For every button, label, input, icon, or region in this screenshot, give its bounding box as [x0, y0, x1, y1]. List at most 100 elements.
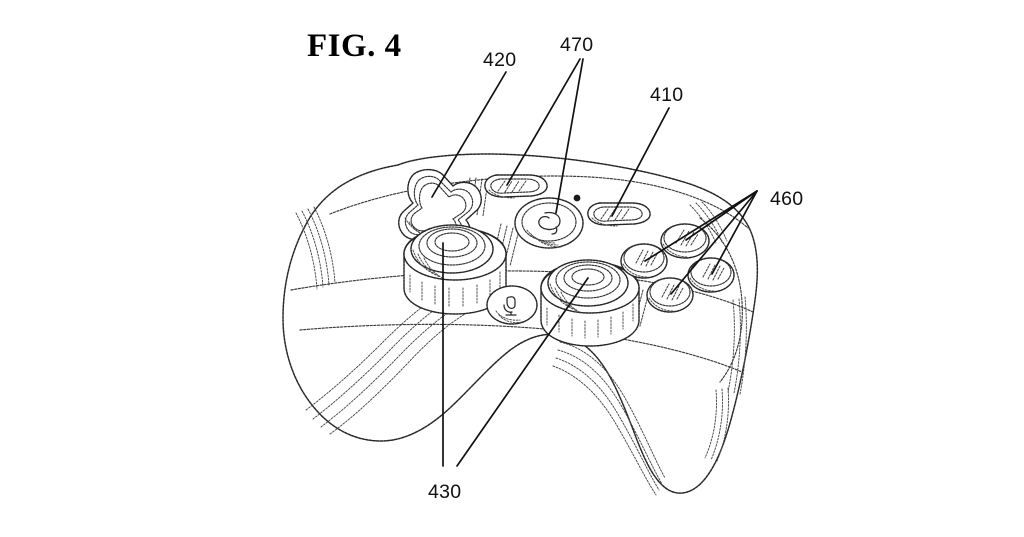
- leader-line-420: [431, 71, 507, 198]
- face-button-bottom[interactable]: [646, 277, 694, 313]
- face-right-hatch-2: [707, 264, 716, 280]
- face-right-hatch-4: [717, 267, 725, 280]
- face-button-right-cap: [690, 257, 732, 287]
- face-button-top-cap: [663, 223, 707, 253]
- leader-line-470-b: [555, 58, 584, 214]
- right-grip-edge-hatch-a: [727, 299, 735, 393]
- right-stick-cap-inner: [563, 264, 613, 292]
- right-grip-shoulder-hatch-c: [701, 201, 728, 242]
- microphone-icon: [506, 296, 516, 309]
- face-left-hatch-4: [650, 253, 658, 266]
- left-grip-edge-hatch-a: [295, 212, 318, 290]
- right-capsule-button[interactable]: [587, 202, 651, 227]
- face-left-shade: [622, 263, 648, 278]
- left-stick-shade-a: [412, 249, 437, 276]
- reference-numeral-470: 470: [560, 34, 593, 56]
- right-stick-shade-a: [549, 283, 574, 310]
- body-upper-seam: [329, 175, 749, 229]
- right-thumbstick[interactable]: [540, 259, 640, 347]
- reference-numeral-410: 410: [650, 84, 683, 106]
- right-capsule-hatch-4: [621, 208, 630, 220]
- right-grip-edge-hatch-c: [739, 296, 747, 395]
- face-bottom-hatch-3: [671, 285, 680, 301]
- right-shoulder-rim: [699, 217, 743, 383]
- reference-numeral-420: 420: [483, 49, 516, 71]
- right-capsule-hatch-3: [614, 208, 623, 221]
- leader-line-460-a: [644, 190, 758, 262]
- left-capsule-hatch-4: [518, 180, 527, 192]
- left-grip-edge-hatch-c: [307, 208, 330, 286]
- left-grip-contour-4: [329, 305, 481, 435]
- left-stick-cap-mid: [418, 226, 486, 266]
- face-top-shade: [662, 243, 689, 258]
- left-stick-cap-dish: [434, 232, 470, 252]
- right-stick-shade-b: [554, 287, 578, 312]
- right-grip: [552, 201, 747, 496]
- deck-hatch-h: [509, 229, 520, 267]
- left-capsule-shade: [488, 189, 515, 199]
- face-bottom-hatch-2: [666, 284, 675, 300]
- mic-shade-1: [495, 310, 521, 321]
- left-stick-cap-outer: [410, 224, 494, 274]
- leader-lines: [431, 58, 758, 467]
- left-capsule-hatch-2: [504, 180, 513, 193]
- face-top-hatch-1: [675, 229, 685, 244]
- left-grip-edge-hatch-b: [301, 210, 324, 288]
- left-capsule-inner: [490, 178, 540, 194]
- assistant-logo-icon: [538, 211, 561, 231]
- center-assistant-button[interactable]: [514, 197, 584, 249]
- status-dot-glyph: [573, 194, 581, 202]
- right-grip-contour-2: [557, 349, 663, 485]
- right-capsule-hatch-1: [600, 208, 609, 220]
- mic-button-outline: [486, 285, 538, 325]
- left-stick-shade-c: [423, 257, 445, 280]
- assistant-shade-2: [530, 233, 559, 246]
- right-stick-cap-mid: [555, 261, 621, 299]
- right-capsule-shade: [591, 217, 618, 227]
- reference-numeral-460: 460: [770, 188, 803, 210]
- right-grip-hatch-low-c: [716, 387, 729, 462]
- reference-numeral-430: 430: [428, 481, 461, 503]
- right-grip-hatch-low-b: [710, 388, 723, 461]
- leader-line-460-d: [711, 190, 758, 275]
- left-capsule-hatch-3: [511, 180, 520, 193]
- leader-line-460-c: [670, 190, 758, 295]
- face-top-hatch-3: [685, 231, 695, 247]
- assistant-shade-3: [535, 237, 562, 248]
- right-stick-cap-dish: [571, 268, 605, 286]
- assistant-button-inner: [521, 202, 577, 242]
- face-button-right[interactable]: [687, 257, 735, 293]
- left-stick-cap-inner: [426, 228, 478, 258]
- leader-line-470-a: [506, 58, 581, 186]
- status-indicator-dot: [573, 194, 581, 202]
- right-capsule-inner: [593, 206, 643, 222]
- right-grip-shoulder-hatch-b: [695, 202, 723, 243]
- left-capsule-hatch-1: [497, 180, 506, 192]
- leader-line-430-b: [456, 277, 589, 467]
- mic-shade-2: [498, 314, 523, 324]
- face-right-hatch-3: [712, 265, 721, 281]
- microphone-button[interactable]: [486, 285, 538, 325]
- right-grip-contour-3: [555, 357, 660, 491]
- right-stick-cap-outer: [547, 259, 629, 307]
- leader-line-410: [611, 107, 670, 217]
- face-left-hatch-2: [640, 250, 649, 266]
- right-grip-hatch-low-a: [704, 389, 717, 459]
- face-left-hatch-1: [635, 249, 644, 264]
- figure-title: FIG. 4: [307, 28, 402, 64]
- left-grip-edge-hatch-d: [313, 206, 336, 284]
- face-bottom-hatch-1: [661, 283, 670, 298]
- deck-hatch-d: [482, 179, 489, 217]
- right-grip-contour-4: [552, 365, 657, 496]
- face-button-left-cap: [623, 243, 665, 273]
- face-right-shade: [689, 277, 715, 292]
- leader-line-460-b: [685, 190, 758, 241]
- face-top-hatch-4: [690, 233, 699, 246]
- face-button-left[interactable]: [620, 243, 668, 279]
- left-thumbstick[interactable]: [403, 224, 507, 315]
- face-bottom-shade: [648, 297, 674, 312]
- face-button-bottom-cap: [649, 277, 691, 307]
- face-bottom-hatch-4: [676, 287, 684, 300]
- left-capsule-button[interactable]: [484, 174, 548, 199]
